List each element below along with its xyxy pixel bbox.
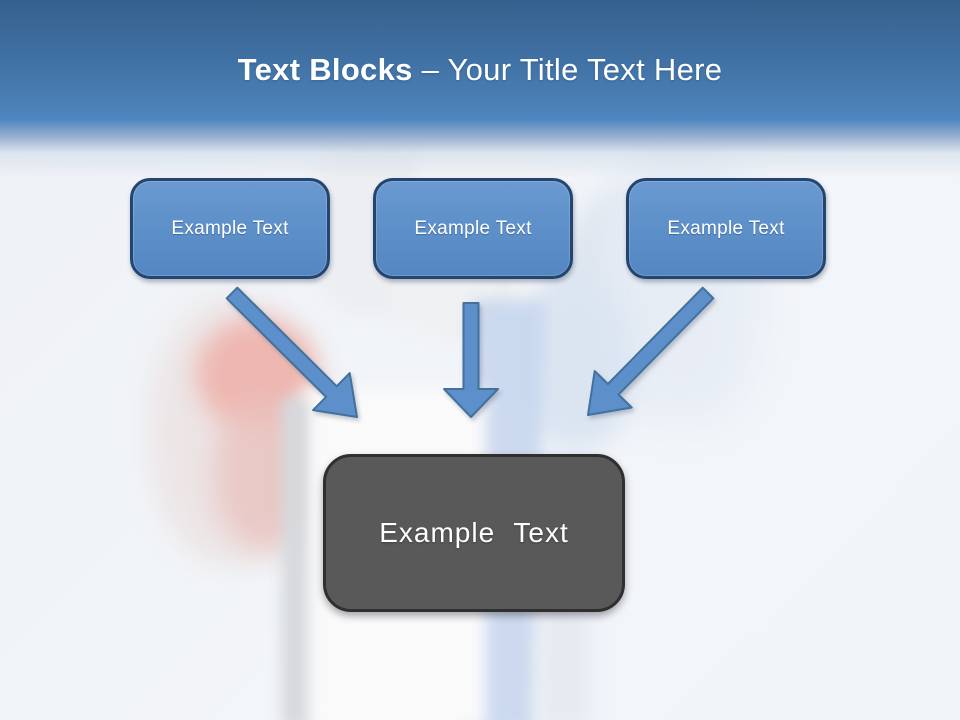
result-block: Example Text xyxy=(323,454,625,612)
bg-forearm-edge-shadow xyxy=(282,398,308,720)
text-block-2: Example Text xyxy=(373,178,573,279)
text-block-2-label: Example Text xyxy=(414,217,532,239)
header-band xyxy=(0,0,960,178)
result-block-label: Example Text xyxy=(379,517,569,548)
slide-title: Text Blocks – Your Title Text Here xyxy=(0,52,960,88)
text-block-3-label: Example Text xyxy=(667,217,785,239)
text-block-3: Example Text xyxy=(626,178,826,279)
title-regular-text: – Your Title Text Here xyxy=(421,52,723,87)
text-block-1-label: Example Text xyxy=(171,217,289,239)
title-bold-text: Text Blocks xyxy=(237,52,413,87)
text-block-1: Example Text xyxy=(130,178,330,279)
